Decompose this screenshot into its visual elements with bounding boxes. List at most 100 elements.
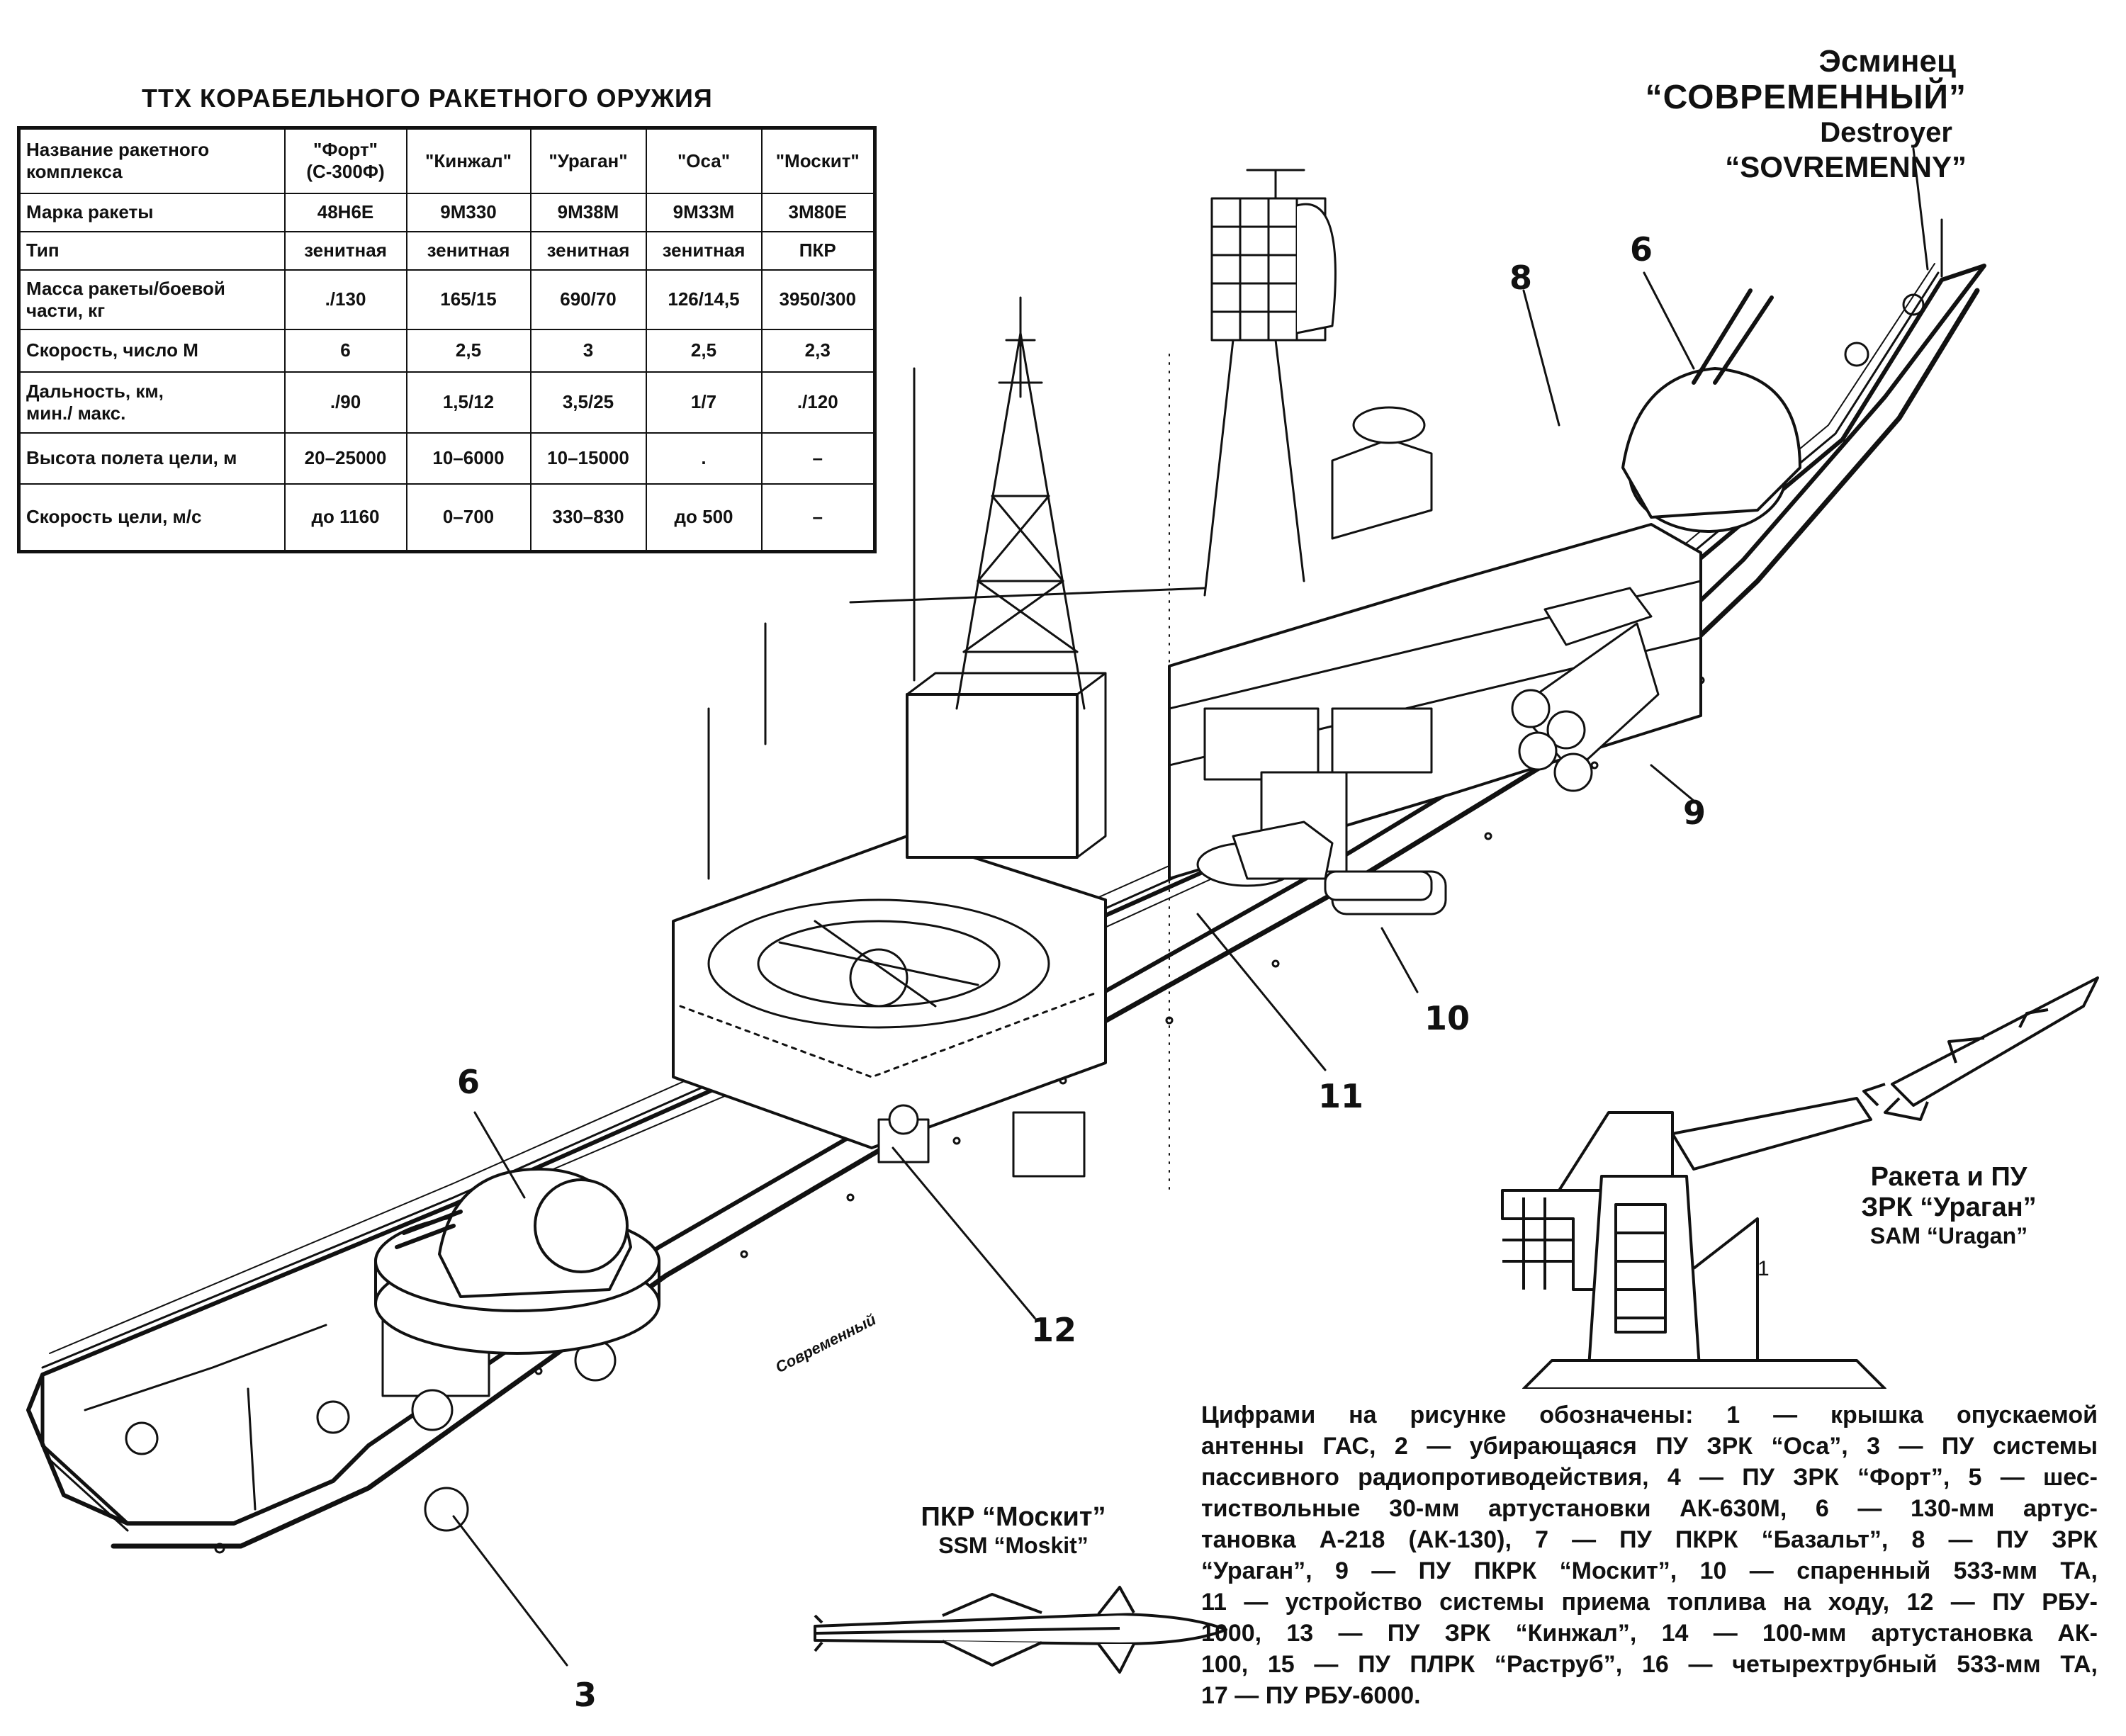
callout-11-fuel-receiver: 11 [1318,1077,1364,1115]
table-cell: 1/7 [645,371,763,434]
table-cell: . [645,432,763,485]
uragan-missile [1862,976,2099,1121]
legend-line: 100, 15 — ПУ ПЛРК “Раструб”, 16 — четыре… [1201,1651,2098,1678]
row-label: Масса ракеты/боевой части, кг [18,269,286,330]
ship-title-russian-type: Эсминец [1818,44,1956,79]
table-cell: 3 [529,328,647,373]
table-row: Высота полета цели, м 20–25000 10–6000 1… [18,432,876,485]
table-cell: 10–15000 [529,432,647,485]
table-cell: зенитная [283,230,407,271]
table-cell: 0–700 [405,483,532,553]
col-header-moskit: "Москит" [760,127,876,194]
table-row: Дальность, км, мин./ макс. ./90 1,5/12 3… [18,371,876,434]
callout-leaders [452,271,1695,1667]
table-cell: 20–25000 [283,432,407,485]
row-label-line-1: Масса ракеты/боевой [26,277,225,299]
col-header-osa: "Оса" [645,127,763,194]
legend-text: Цифрами на рисунке обозначены: 1 — крышк… [1201,1399,2098,1711]
uragan-caption-line-2: ЗРК “Ураган” [1861,1193,2037,1222]
table-cell: зенитная [405,230,532,271]
callout-10-torpedo-tube: 10 [1424,999,1470,1037]
table-row: Тип зенитная зенитная зенитная зенитная … [18,230,876,271]
table-row: Масса ракеты/боевой части, кг ./130 165/… [18,269,876,330]
table-cell: до 500 [645,483,763,553]
table-cell: 9М38М [529,192,647,232]
aft-130mm-turret [374,1168,660,1355]
table-cell: ./90 [283,371,407,434]
callout-12-rbu-1000: 12 [1031,1311,1077,1349]
table-cell: 2,3 [760,328,876,373]
uragan-caption-line-3: SAM “Uragan” [1869,1223,2028,1249]
callout-6-aft-turret: 6 [457,1063,480,1101]
table-cell: до 1160 [283,483,407,553]
corner-line-1: Название ракетного [26,139,210,161]
uragan-launcher [1501,1097,1886,1389]
moskit-launcher [1511,587,1660,792]
table-header-row: Название ракетного комплекса "Форт" (С-3… [18,127,876,194]
table-cell: 330–830 [529,483,647,553]
table-cell: 3950/300 [760,269,876,330]
col-header-fort: "Форт" (С-300Ф) [283,127,407,194]
corner-line-2: комплекса [26,161,123,183]
table-row: Скорость цели, м/с до 1160 0–700 330–830… [18,483,876,553]
uragan-caption: Ракета и ПУ ЗРК “Ураган” SAM “Uragan” [1814,1162,2083,1249]
table-cell: 6 [283,328,407,373]
table-title: ТТХ КОРАБЕЛЬНОГО РАКЕТНОГО ОРУЖИЯ [142,84,713,113]
forecastle-details [1844,147,1943,367]
launcher-marking: 1 [1757,1257,1770,1280]
forward-mast-radar [1203,169,1433,597]
col-header-uragan: "Ураган" [529,127,647,194]
ship-title-english-type: Destroyer [1820,117,1952,148]
forward-130mm-turret [1621,288,1801,533]
callout-6-forward-turret: 6 [1630,230,1653,269]
fort-name: "Форт" [313,139,378,161]
table-cell: ./120 [760,371,876,434]
callout-3-chaff-launcher: 3 [574,1676,597,1714]
moskit-caption-line-2: SSM “Moskit” [938,1533,1089,1558]
table-cell: 3,5/25 [529,371,647,434]
row-label-line-2: мин./ макс. [26,402,126,424]
table-cell: 2,5 [645,328,763,373]
row-label: Тип [18,230,286,271]
lattice-mast [707,296,1206,880]
table-cell: 165/15 [405,269,532,330]
table-cell: – [760,483,876,553]
table-cell: зенитная [645,230,763,271]
row-label: Дальность, км, мин./ макс. [18,371,286,434]
table-cell: 48Н6Е [283,192,407,232]
legend-line: пассивного радиопротиводействия, 4 — ПУ … [1201,1464,2098,1491]
moskit-missile-drawing [814,1586,1227,1674]
uragan-caption-line-1: Ракета и ПУ [1870,1162,2027,1192]
legend-line: тиствольные 30-мм артустановки АК-630М, … [1201,1495,2098,1522]
uragan-launcher-drawing: 1 [1501,976,2099,1389]
callout-9-moskit-launcher: 9 [1683,794,1706,832]
helicopter-deck [672,672,1107,1149]
moskit-caption: ПКР “Москит” SSM “Moskit” [872,1502,1155,1559]
row-label: Высота полета цели, м [18,432,286,485]
table-cell: 690/70 [529,269,647,330]
rbu-launcher [877,1104,1086,1178]
table-cell: 10–6000 [405,432,532,485]
table-cell: 9М33М [645,192,763,232]
legend-line: 11 — устройство системы приема топлива н… [1201,1589,2098,1616]
col-header-kinzhal: "Кинжал" [405,127,532,194]
moskit-caption-line-1: ПКР “Москит” [921,1502,1106,1532]
table-cell: ПКР [760,230,876,271]
legend-line: “Ураган”, 9 — ПУ ПКРК “Москит”, 10 — спа… [1201,1557,2098,1584]
missile-spec-table: Название ракетного комплекса "Форт" (С-3… [17,126,877,553]
row-label: Марка ракеты [18,192,286,232]
legend-line: антенны ГАС, 2 — убирающаяся ПУ ЗРК “Оса… [1201,1433,2098,1460]
fort-designation: (С-300Ф) [306,161,385,183]
table-cell: ./130 [283,269,407,330]
table-cell: зенитная [529,230,647,271]
table-row: Марка ракеты 48Н6Е 9М330 9М38М 9М33М 3М8… [18,192,876,232]
table-cell: 9М330 [405,192,532,232]
table-cell: – [760,432,876,485]
table-cell: 126/14,5 [645,269,763,330]
row-label-line-2: части, кг [26,299,106,321]
legend-line: 1000, 13 — ПУ ЗРК “Кинжал”, 14 — 100-мм … [1201,1620,2098,1647]
row-label: Скорость, число М [18,328,286,373]
row-label: Скорость цели, м/с [18,483,286,553]
ship-title-english-name: “SOVREMENNY” [1725,150,1967,184]
